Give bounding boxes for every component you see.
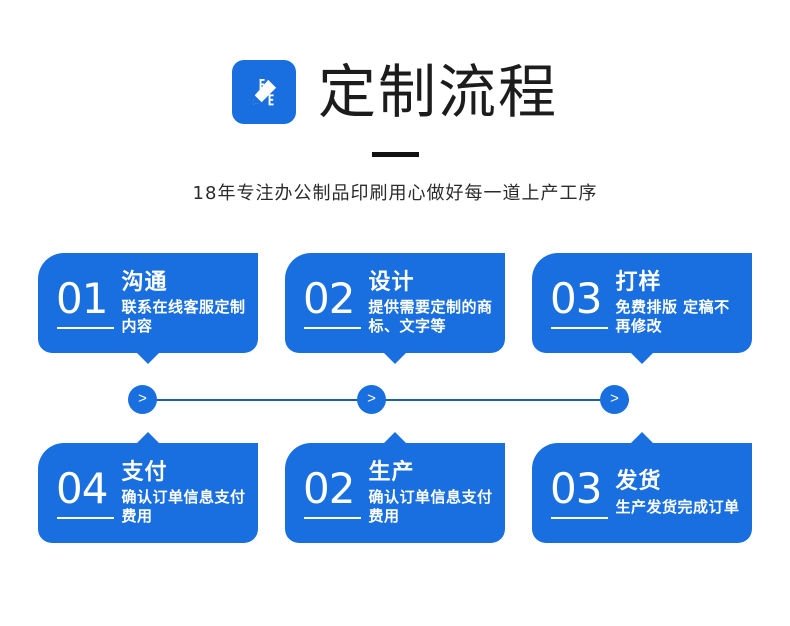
process-card-03[interactable]: 03 打样 免费排版 定稿不再修改	[532, 253, 752, 364]
card-pointer-up	[136, 432, 160, 444]
card-pointer-up	[630, 432, 654, 444]
card-title: 发货	[615, 469, 662, 495]
chevron-right-icon: >	[600, 385, 629, 414]
card-title: 打样	[615, 269, 662, 295]
card-pointer-down	[630, 352, 654, 364]
card-number: 02	[303, 467, 362, 519]
process-card-04[interactable]: 04 支付 确认订单信息支付费用	[38, 432, 258, 543]
chevron-glyph: >	[138, 390, 147, 407]
card-title: 生产	[368, 459, 415, 485]
card-text-block: 沟通 联系在线客服定制内容	[121, 270, 258, 337]
card-number: 01	[56, 277, 115, 329]
process-card-01[interactable]: 01 沟通 联系在线客服定制内容	[38, 253, 258, 364]
chevron-glyph: >	[610, 390, 619, 407]
pencil-edit-icon	[231, 60, 296, 124]
header: 定制流程 18年专注办公制品印刷用心做好每一道上产工序	[0, 52, 790, 205]
card-description: 提供需要定制的商标、文字等	[368, 297, 493, 336]
process-card-05[interactable]: 02 生产 确认订单信息支付费用	[285, 432, 505, 543]
card-title: 设计	[368, 269, 415, 295]
card-text-block: 支付 确认订单信息支付费用	[121, 460, 258, 527]
card-description: 免费排版 定稿不再修改	[615, 297, 730, 336]
card-number: 03	[550, 467, 609, 519]
title-row: 定制流程	[0, 52, 790, 132]
card-pointer-up	[383, 432, 407, 444]
chevron-glyph: >	[367, 390, 376, 407]
card-text-block: 生产 确认订单信息支付费用	[368, 460, 505, 527]
card-description: 确认订单信息支付费用	[121, 487, 246, 526]
page-title: 定制流程	[317, 58, 558, 126]
flow-connector: > > >	[128, 385, 643, 415]
card-title: 沟通	[121, 269, 168, 295]
card-text-block: 发货 生产发货完成订单	[615, 469, 747, 516]
card-title: 支付	[121, 459, 168, 485]
process-row-bottom: 04 支付 确认订单信息支付费用 02 生产 确认订单信息支付费用 03 发货 …	[38, 432, 752, 543]
page-subtitle: 18年专注办公制品印刷用心做好每一道上产工序	[192, 183, 598, 204]
title-underline-rule	[371, 152, 419, 157]
process-row-top: 01 沟通 联系在线客服定制内容 02 设计 提供需要定制的商标、文字等 03 …	[38, 253, 752, 364]
card-description: 联系在线客服定制内容	[121, 297, 246, 336]
card-text-block: 设计 提供需要定制的商标、文字等	[368, 270, 505, 337]
chevron-right-icon: >	[357, 385, 386, 414]
card-number: 03	[550, 277, 609, 329]
process-card-06[interactable]: 03 发货 生产发货完成订单	[532, 432, 752, 543]
chevron-right-icon: >	[128, 385, 157, 414]
card-pointer-down	[383, 352, 407, 364]
card-description: 生产发货完成订单	[615, 497, 740, 516]
card-pointer-down	[136, 352, 160, 364]
card-number: 04	[56, 467, 115, 519]
card-description: 确认订单信息支付费用	[368, 487, 493, 526]
card-text-block: 打样 免费排版 定稿不再修改	[615, 270, 752, 337]
process-card-02[interactable]: 02 设计 提供需要定制的商标、文字等	[285, 253, 505, 364]
card-number: 02	[303, 277, 362, 329]
